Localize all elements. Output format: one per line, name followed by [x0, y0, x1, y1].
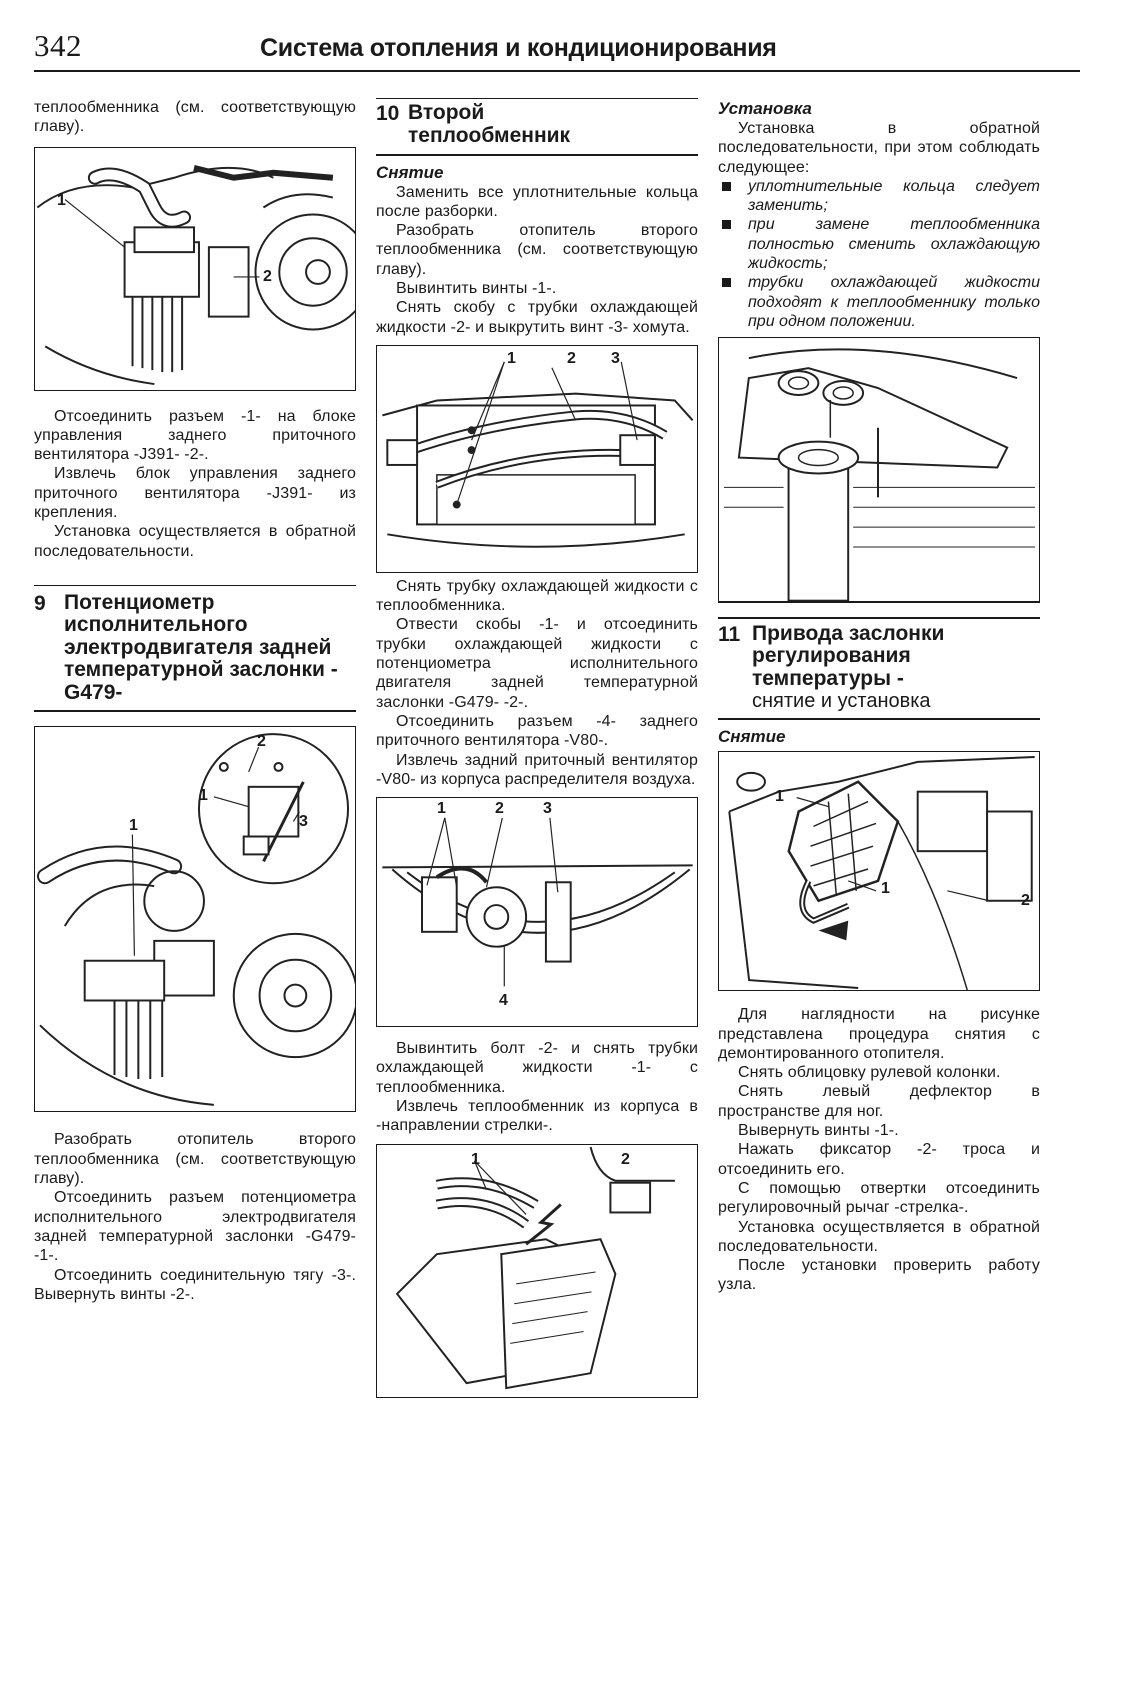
paragraph-intro: теплообменника (см. соответствующую глав…	[34, 99, 356, 136]
paragraph-disconnect-v80: Отсоединить разъем -4- заднего приточног…	[376, 712, 698, 750]
bullet-square-icon	[722, 220, 731, 230]
paragraph-replace-seals: Заменить все уплотнительные кольца после…	[376, 183, 698, 220]
figure-bottom-rule	[718, 601, 1040, 603]
callout-2: 2	[263, 267, 272, 285]
paragraph-remove-bracket: Снять скобу с трубки охлаждающей жидкост…	[376, 299, 698, 336]
callout-1: 1	[437, 800, 446, 818]
heat-exchanger-illustration-1	[382, 361, 694, 548]
blower-illustration	[382, 817, 693, 987]
subhead-installation: Установка	[718, 99, 812, 118]
column-right: Установка Установка в обратной последова…	[718, 98, 1040, 1295]
callout-2: 2	[1021, 892, 1030, 910]
callout-2: 2	[567, 349, 576, 367]
callout-1-lower: 1	[881, 880, 890, 898]
section-11-heading: 11 Привода заслонки регулирования темпер…	[718, 616, 1040, 721]
callout-3: 3	[299, 813, 308, 831]
paragraph-installation-reverse-note: Установка в обратной последовательности,…	[718, 120, 1040, 176]
page-title: Система отопления и кондиционирования	[260, 34, 777, 62]
callout-1: 1	[775, 788, 784, 806]
list-item: при замене теплообменника полностью смен…	[718, 215, 1040, 273]
paragraph-disassemble-heater: Разобрать отопитель второго теплообменни…	[34, 1131, 356, 1188]
list-item: уплотнительные кольца следует заменить;	[718, 177, 1040, 216]
callout-1-lower: 1	[129, 817, 138, 835]
section-10-rule	[376, 154, 698, 156]
paragraph-remove-left-deflector: Снять левый дефлектор в пространстве для…	[718, 1083, 1040, 1120]
paragraph-for-clarity: Для наглядности на рисунке представлена …	[718, 1006, 1040, 1062]
paragraph-disconnect-lever: С помощью отвертки отсоединить регулиров…	[718, 1179, 1040, 1217]
section-10-title: Второй теплообменник	[408, 101, 571, 147]
header-rule	[34, 70, 1080, 72]
callout-1: 1	[507, 349, 516, 367]
figure-heat-exchanger-removal: 1 2	[376, 1143, 698, 1398]
callout-4: 4	[499, 992, 508, 1010]
subhead-removal-2: Снятие	[718, 727, 786, 747]
installation-notes-list: уплотнительные кольца следует заменить; …	[718, 177, 1040, 331]
actuator-illustration	[728, 756, 1035, 991]
callout-1: 1	[199, 787, 208, 805]
paragraph-remove-steering-cover: Снять облицовку рулевой колонки.	[738, 1064, 1001, 1082]
callout-2: 2	[257, 733, 266, 751]
section-9-number: 9	[34, 591, 46, 615]
paragraph-unscrew-bolt: Вывинтить болт -2- и снять трубки охлажд…	[376, 1040, 698, 1096]
list-item: трубки охлаждающей жидкости подходят к т…	[718, 273, 1040, 331]
paragraph-check-function: После установки проверить работу узла.	[718, 1257, 1040, 1294]
paragraph-remove-coolant-pipe: Снять трубку охлаждающей жидкости с тепл…	[376, 577, 698, 615]
engine-illustration-1	[36, 164, 355, 385]
heat-exchanger-illustration-3	[723, 348, 1036, 602]
section-10-number: 10	[376, 102, 400, 125]
figure-coolant-pipe: 1 2 3	[376, 344, 698, 573]
figure-rear-blower-control-unit: 1 2	[34, 146, 356, 391]
section-10-heading: 10 Второй теплообменник	[376, 98, 698, 150]
column-left: теплообменника (см. соответствующую глав…	[34, 98, 356, 1304]
bullet-square-icon	[722, 181, 731, 191]
section-9-heading: 9 Потенциометр исполнительного электродв…	[34, 584, 356, 713]
paragraph-disconnect-rod: Отсоединить соединительную тягу -3-. Выв…	[34, 1266, 356, 1303]
paragraph-move-brackets: Отвести скобы -1- и отсоединить трубки о…	[376, 616, 698, 711]
callout-1: 1	[57, 191, 66, 209]
potentiometer-illustration	[36, 733, 355, 1107]
paragraph-remove-control-unit: Извлечь блок управления заднего приточно…	[34, 465, 356, 522]
paragraph-disassemble-heater-2: Разобрать отопитель второго теплообменни…	[376, 222, 698, 278]
figure-rear-blower-v80: 1 2 3 4	[376, 797, 698, 1028]
subhead-removal: Снятие	[376, 162, 444, 182]
callout-2: 2	[621, 1150, 630, 1168]
paragraph-unscrew-screws-1: Вывернуть винты -1-.	[738, 1122, 899, 1140]
paragraph-disconnect-connector: Отсоединить разъем -1- на блоке управлен…	[34, 407, 356, 464]
callout-2: 2	[495, 800, 504, 818]
figure-temperature-flap-actuator: 1 1 2	[718, 751, 1040, 992]
callout-3: 3	[543, 800, 552, 818]
section-11-title: Привода заслонки регулирования температу…	[752, 621, 945, 690]
paragraph-unscrew-screws: Вывинтить винты -1-.	[396, 279, 557, 297]
figure-heat-exchanger-pipes	[718, 337, 1040, 602]
section-11-number: 11	[718, 622, 741, 646]
figure-potentiometer-g479: 2 1 3 1	[34, 726, 356, 1113]
paragraph-installation-reverse: Установка осуществляется в обратной посл…	[34, 523, 356, 560]
paragraph-press-latch: Нажать фиксатор -2- троса и отсоединить …	[718, 1141, 1040, 1178]
page-number: 342	[34, 28, 82, 63]
paragraph-remove-heat-exchanger: Извлечь теплообменник из корпуса в -напр…	[376, 1098, 698, 1135]
heat-exchanger-illustration-2	[395, 1146, 675, 1389]
callout-3: 3	[611, 349, 620, 367]
callout-1: 1	[471, 1150, 480, 1168]
paragraph-disconnect-potentiometer: Отсоединить разъем потенциометра исполни…	[34, 1189, 356, 1265]
bullet-square-icon	[722, 278, 731, 288]
column-middle: 10 Второй теплообменник Снятие Заменить …	[376, 98, 698, 1398]
paragraph-installation-reverse-2: Установка осуществляется в обратной посл…	[718, 1218, 1040, 1255]
section-11-subtitle: снятие и установка	[752, 690, 931, 713]
paragraph-remove-v80: Извлечь задний приточный вентилятор -V80…	[376, 751, 698, 788]
section-9-title: Потенциометр исполнительного электродвиг…	[64, 590, 338, 704]
